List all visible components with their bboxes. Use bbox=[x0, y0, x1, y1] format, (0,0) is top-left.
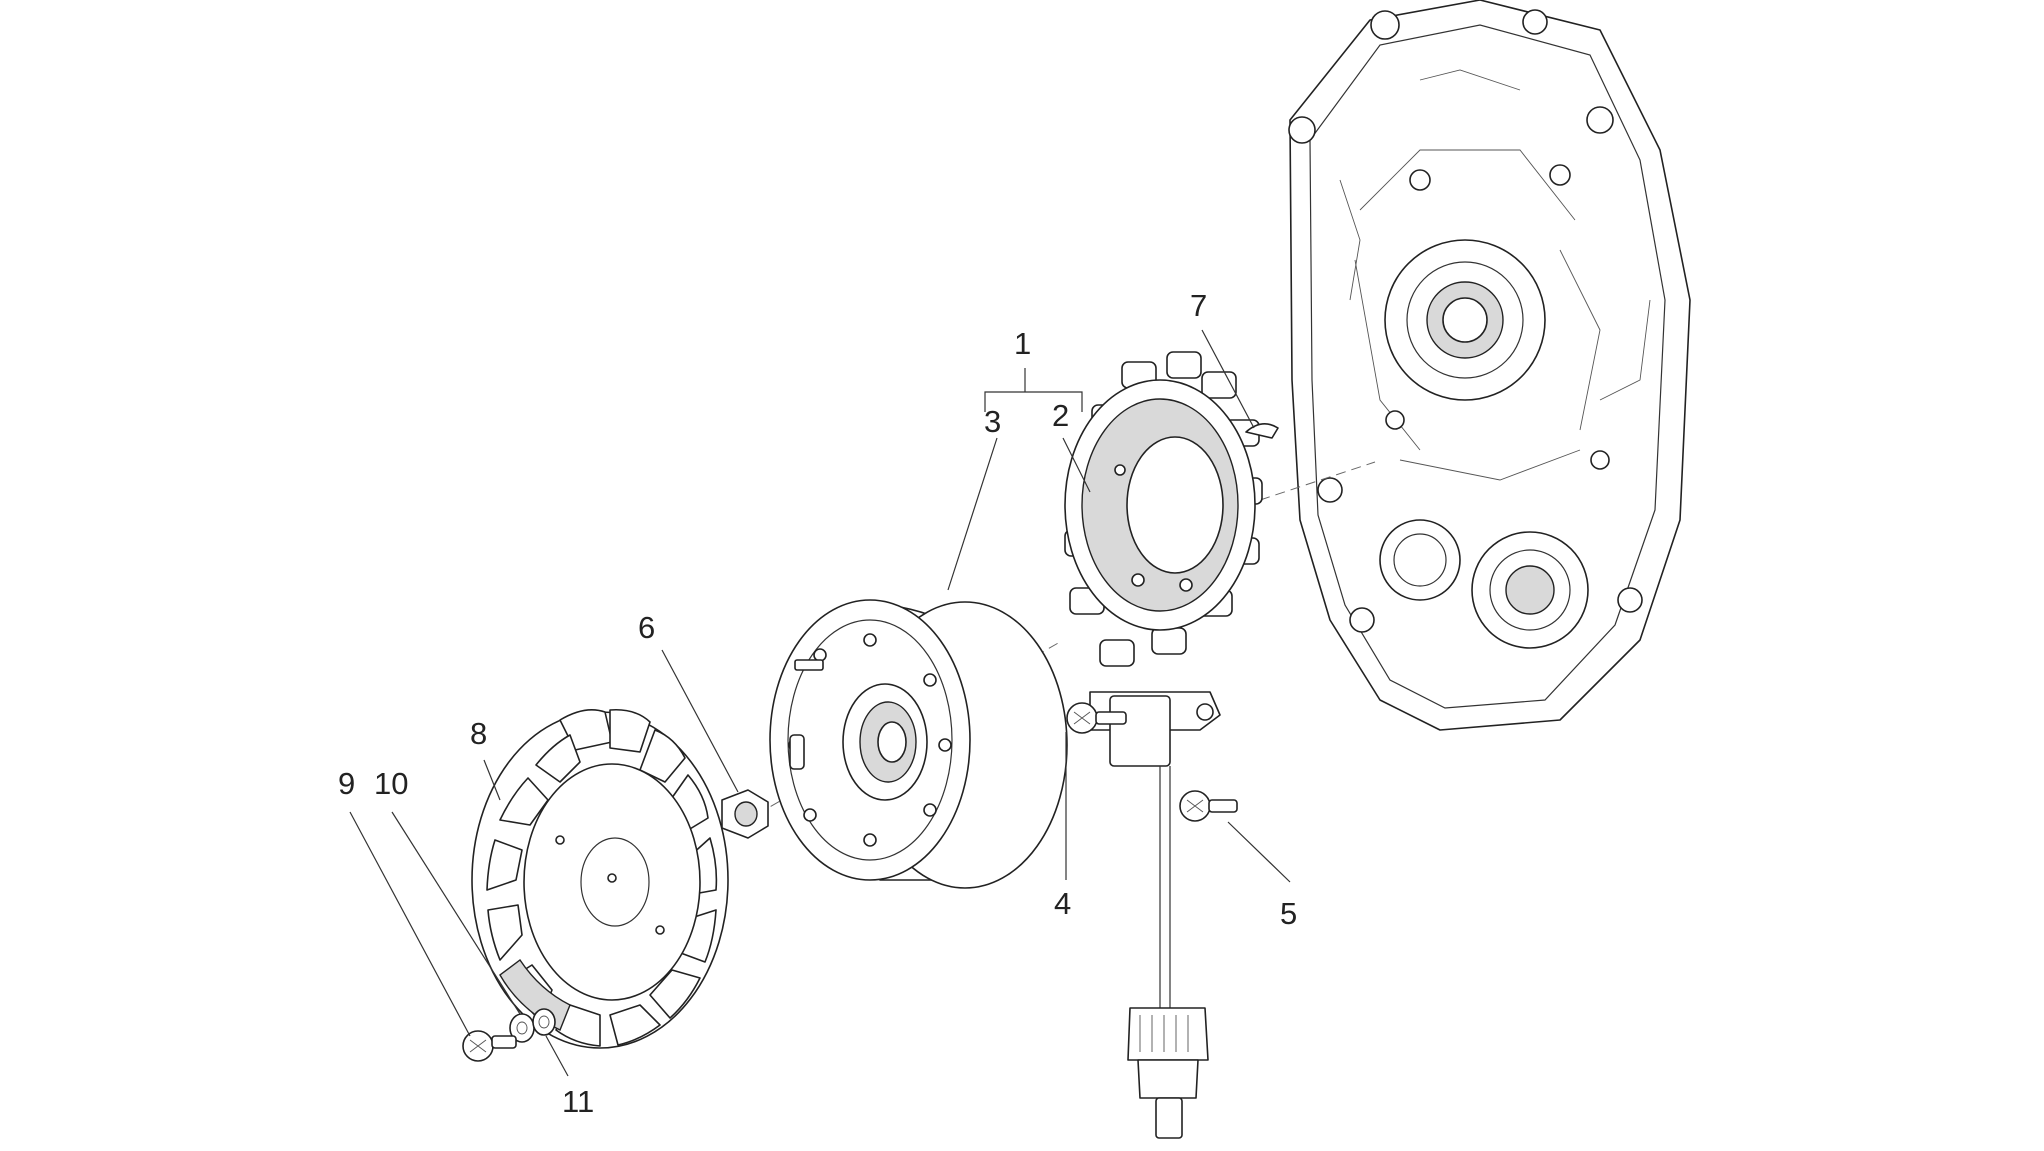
screw-5 bbox=[1179, 790, 1238, 822]
leader-2 bbox=[1062, 437, 1091, 493]
callout-4: 4 bbox=[1054, 886, 1071, 921]
pickup-sensor-bracket bbox=[1089, 691, 1221, 767]
leader-11 bbox=[545, 1035, 569, 1077]
callout-6: 6 bbox=[638, 610, 655, 645]
fan-screw-9 bbox=[462, 1030, 517, 1062]
leader-3 bbox=[947, 437, 998, 591]
stator-wire-harness bbox=[1159, 766, 1171, 1010]
leader-lines bbox=[349, 329, 1291, 1077]
cooling-fan bbox=[471, 708, 729, 1049]
leader-7 bbox=[1201, 329, 1255, 429]
assembly-axis-upper bbox=[1244, 461, 1376, 506]
leader-10 bbox=[391, 811, 521, 1015]
leader-6 bbox=[661, 649, 739, 793]
screw-4 bbox=[1066, 702, 1127, 734]
callout-7: 7 bbox=[1190, 288, 1207, 323]
callout-1: 1 bbox=[1014, 326, 1031, 361]
fan-blades bbox=[486, 708, 718, 1047]
leader-9 bbox=[349, 811, 471, 1037]
callout-labels: 1 2 3 4 5 6 7 8 9 10 11 bbox=[338, 288, 1297, 1119]
bracket-1 bbox=[984, 391, 1083, 412]
flywheel-nut bbox=[721, 789, 769, 839]
callout-9: 9 bbox=[338, 766, 355, 801]
stator bbox=[1064, 351, 1263, 1139]
callout-10: 10 bbox=[374, 766, 408, 801]
harness-connector bbox=[1127, 1007, 1209, 1139]
callout-2: 2 bbox=[1052, 398, 1069, 433]
callout-3: 3 bbox=[984, 404, 1001, 439]
leader-5 bbox=[1227, 821, 1291, 883]
washer-11 bbox=[532, 1008, 556, 1036]
callout-8: 8 bbox=[470, 716, 487, 751]
callout-11: 11 bbox=[562, 1084, 594, 1119]
flywheel-rotor bbox=[769, 599, 1068, 889]
leader-8 bbox=[483, 759, 501, 801]
callout-5: 5 bbox=[1280, 896, 1297, 931]
crankcase-housing bbox=[1288, 0, 1691, 731]
